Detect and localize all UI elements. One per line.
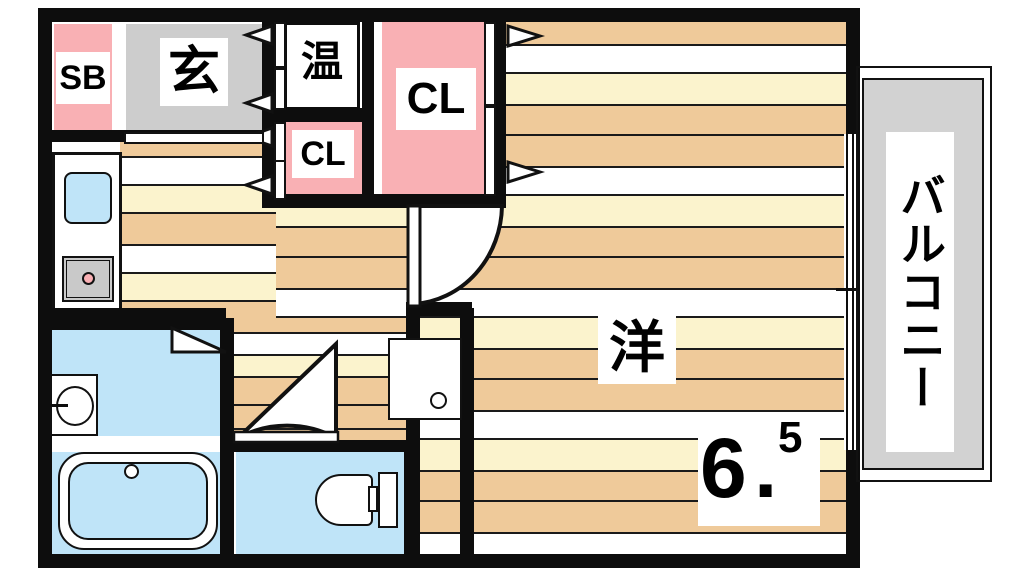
balcony-inner-outline — [862, 78, 984, 470]
label-closet-large: CL — [396, 68, 476, 130]
washer-drain — [430, 392, 447, 409]
bathtub-drain — [124, 464, 139, 479]
wall-closet-col-right — [362, 14, 374, 206]
washbasin-tap — [46, 404, 68, 407]
label-shoe-box: SB — [56, 52, 110, 104]
washer-space — [388, 338, 462, 420]
toilet-bowl — [315, 474, 373, 526]
sliding-arrow-entry-2 — [241, 91, 274, 115]
wall-hall-room-top — [406, 302, 472, 316]
wall-bottom — [38, 554, 860, 568]
sliding-arrow-entry-4 — [241, 173, 274, 197]
area-value-main: 6 — [700, 421, 747, 515]
toilet-tank — [378, 472, 398, 528]
jamb-cl-right — [484, 22, 496, 106]
kitchen-floor-strip — [120, 140, 276, 326]
jamb-entry-1 — [274, 22, 286, 68]
entrance-threshold — [124, 132, 264, 144]
sliding-arrow-entry-1 — [241, 23, 274, 47]
slider-center-mark — [836, 288, 860, 291]
wall-top — [38, 8, 860, 22]
jamb-entry-2 — [274, 68, 286, 110]
bath-door-upper[interactable] — [170, 325, 228, 356]
balcony-outline — [856, 66, 992, 482]
kitchen-sink — [64, 172, 112, 224]
wall-room-left — [460, 308, 474, 558]
stove-burner — [82, 272, 95, 285]
wall-toilet-right — [404, 440, 418, 566]
bath-door-swing[interactable] — [232, 339, 340, 444]
toilet-lever — [368, 486, 378, 512]
wall-bath-right-2 — [220, 440, 234, 566]
jamb-closet-2 — [274, 160, 286, 200]
area-value-sup: 5 — [778, 413, 803, 462]
wall-bath-top — [46, 318, 232, 330]
jamb-closet-1 — [274, 122, 286, 162]
label-closet-small: CL — [292, 130, 354, 178]
wall-heater-closet — [274, 108, 374, 122]
jamb-cl-right-2 — [484, 106, 496, 196]
wall-kitchen-bottom — [46, 308, 226, 320]
area-badge: 6 . 5 — [698, 416, 820, 526]
label-water-heater: 温 — [294, 34, 350, 90]
sliding-arrow-closet-1 — [506, 23, 546, 49]
label-balcony: バルコニー — [886, 132, 954, 452]
area-decimal-point: . — [754, 421, 778, 515]
wall-closet-large-right — [494, 14, 506, 208]
room-door-swing[interactable] — [406, 204, 518, 308]
label-western-room: 洋 — [598, 312, 676, 384]
sliding-arrow-closet-2 — [506, 159, 546, 185]
label-entrance: 玄 — [160, 38, 228, 106]
wall-left — [38, 8, 52, 568]
washroom-band — [52, 436, 220, 452]
